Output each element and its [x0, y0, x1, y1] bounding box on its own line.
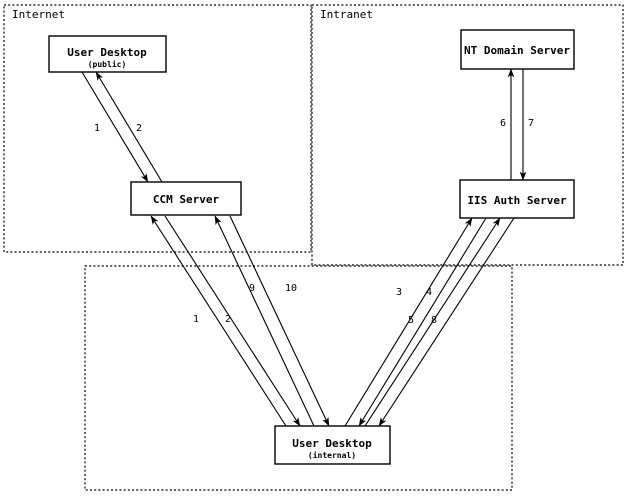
zones-layer: Internet Intranet — [3, 4, 624, 491]
node-title-nt-domain-server: NT Domain Server — [464, 44, 570, 57]
zone-boundary-intranet — [311, 4, 624, 266]
node-title-ccm-server: CCM Server — [153, 193, 220, 206]
node-box-ccm-server — [130, 181, 242, 216]
node-title-user-desktop-public: User Desktop — [67, 46, 147, 59]
node-nt-domain-server: NT Domain Server — [460, 29, 575, 70]
flow-label-edge-7: 7 — [528, 118, 534, 129]
flow-label-edge-3: 3 — [396, 287, 402, 298]
node-box-user-desktop-public — [48, 35, 167, 73]
zone-label-intranet: Intranet — [320, 8, 373, 21]
node-ccm-server: CCM Server — [130, 181, 242, 216]
edges-layer — [81, 68, 527, 427]
node-box-iis-auth-server — [459, 179, 575, 219]
flow-arrow-edge-10 — [229, 215, 330, 427]
zone-boundary-internet — [3, 4, 312, 253]
node-user-desktop-internal: User Desktop(internal) — [274, 425, 391, 465]
flow-label-edge-6: 6 — [500, 118, 506, 129]
flow-arrow-edge-3 — [344, 217, 473, 427]
flow-label-edge-8: 8 — [431, 315, 437, 326]
flow-arrow-edge-4 — [358, 217, 487, 427]
flow-arrow-edge-1-internal — [150, 215, 287, 427]
node-box-nt-domain-server — [460, 29, 575, 70]
flow-arrow-edge-2-public — [95, 71, 163, 183]
flow-arrow-edge-9 — [214, 215, 315, 427]
node-box-user-desktop-internal — [274, 425, 391, 465]
flow-label-edge-9: 9 — [249, 283, 255, 294]
flow-label-edge-10: 10 — [285, 283, 297, 294]
node-subtitle-user-desktop-public: (public) — [88, 59, 127, 69]
edge-labels-layer: 1 2 1 2 9 10 3 4 5 8 6 7 — [94, 118, 534, 326]
node-subtitle-user-desktop-internal: (internal) — [308, 450, 356, 460]
zone-boundary-internal-network — [84, 265, 513, 491]
zone-label-internet: Internet — [12, 8, 65, 21]
node-iis-auth-server: IIS Auth Server — [459, 179, 575, 219]
node-user-desktop-public: User Desktop(public) — [48, 35, 167, 73]
flow-label-edge-1-internal: 1 — [193, 314, 199, 325]
node-title-user-desktop-internal: User Desktop — [292, 437, 372, 450]
flow-label-edge-4: 4 — [426, 287, 432, 298]
flow-label-edge-2-internal: 2 — [225, 314, 231, 325]
node-title-iis-auth-server: IIS Auth Server — [467, 194, 567, 207]
flow-arrow-edge-8 — [378, 217, 515, 427]
flow-arrow-edge-1-public — [81, 71, 149, 183]
flow-arrow-edge-2-internal — [164, 215, 301, 427]
flow-label-edge-5: 5 — [408, 315, 414, 326]
flow-label-edge-2-public: 2 — [136, 123, 142, 134]
flow-label-edge-1-public: 1 — [94, 123, 100, 134]
flow-arrow-edge-5 — [364, 217, 501, 427]
